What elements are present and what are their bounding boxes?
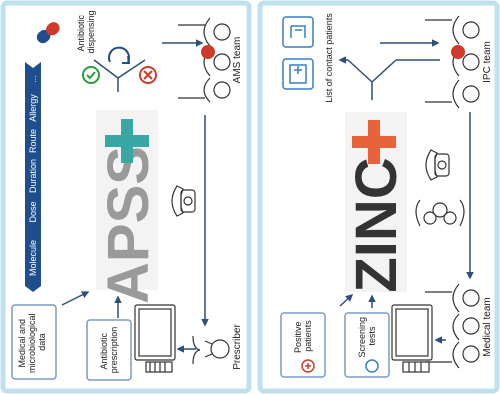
ams-badge-icon — [201, 45, 215, 59]
antibiotic-prescription-box — [86, 319, 132, 381]
refresh-arrowhead — [122, 55, 131, 64]
tree-step-molecule — [25, 228, 41, 292]
positive-patients-label-1: Positive — [293, 322, 303, 354]
screening-tests-box — [344, 312, 390, 378]
search-icon — [365, 359, 379, 373]
tree-label-dose: Dose — [28, 201, 38, 222]
medical-data-label-3: data — [37, 333, 47, 351]
tree-label-duration: Duration — [28, 159, 38, 193]
fork-lines — [93, 59, 146, 92]
positive-patients-label-2: patients — [303, 320, 313, 352]
cross-mark — [143, 70, 153, 80]
ipc-badge-icon — [451, 45, 465, 59]
ams-team-label: AMS team — [232, 37, 243, 84]
screening-tests-label-2: tests — [367, 326, 377, 346]
plus-mark — [305, 363, 311, 369]
telephone-icon-right — [425, 149, 450, 181]
apss-logo: APSS — [96, 110, 161, 304]
orange-plus-icon — [352, 120, 396, 164]
plus-icon — [301, 359, 315, 373]
tree-step-dose — [25, 191, 41, 236]
tree-step-allergy — [25, 89, 41, 129]
screening-tests-label-1: Screening — [357, 317, 367, 358]
contact-patients-label: List of contact patients — [324, 13, 334, 103]
tree-label-route: Route — [28, 129, 38, 153]
medical-data-label-2: microbiological — [27, 313, 37, 373]
ipc-team-label: IPC team — [482, 41, 493, 83]
dispensing-label-2: dispensing — [86, 10, 96, 53]
teal-plus-icon — [105, 119, 149, 163]
svg-text:Antibiotic dispensing: Antibiotic dispensing — [76, 10, 96, 53]
prescriber-doctor-icon — [192, 335, 230, 365]
small-team-icon — [415, 199, 465, 227]
cross-circle-icon — [139, 66, 157, 84]
pill-capsule-icon — [36, 22, 60, 44]
svg-text:Screening tests: Screening tests — [357, 314, 377, 357]
zinc-text: ZINC — [344, 157, 409, 292]
medical-team-label: Medical team — [482, 297, 493, 356]
apss-text: APSS — [96, 146, 161, 304]
computer-icon-right — [391, 304, 433, 373]
arrow-data-to-apss — [61, 291, 90, 306]
tree-label-allergy: Allergy — [28, 94, 38, 122]
dispensing-label-1: Antibiotic — [76, 15, 86, 52]
svg-text:Medical and microbiologi: Medical and microbiological data — [17, 311, 47, 373]
fork-lines-right — [347, 59, 440, 100]
antibiotic-prescription-label-2: prescription — [109, 327, 119, 374]
tree-step-more — [25, 62, 41, 97]
antibiotic-prescription-label-1: Antibiotic — [99, 333, 109, 370]
medical-data-label-1: Medical and — [17, 319, 27, 368]
tree-step-route — [25, 121, 41, 163]
check-mark — [86, 71, 96, 80]
tree-label-molecule: Molecule — [28, 240, 38, 276]
positive-patients-box — [280, 312, 326, 378]
svg-text:Positive patients: Positive patients — [293, 319, 313, 353]
check-circle-icon — [82, 66, 100, 84]
tree-step-duration — [25, 155, 41, 199]
right-panel: List of contact patients IPC team ZINC — [257, 0, 500, 394]
hospital-icon — [282, 58, 314, 90]
prescriber-label: Prescriber — [232, 324, 243, 370]
left-panel: Medical and microbiological data Antibio… — [0, 0, 252, 394]
tree-label-more: ... — [28, 75, 38, 83]
bed-icon — [282, 16, 314, 48]
telephone-icon — [171, 185, 196, 217]
svg-text:Antibiotic prescription: Antibiotic prescription — [99, 327, 119, 374]
zinc-logo: ZINC — [344, 112, 409, 293]
computer-icon — [134, 304, 176, 373]
arrow-positive-to-zinc — [339, 293, 354, 307]
medical-data-box — [11, 304, 57, 380]
decision-tree: Molecule Dose Duration Route Allergy ... — [25, 62, 41, 292]
